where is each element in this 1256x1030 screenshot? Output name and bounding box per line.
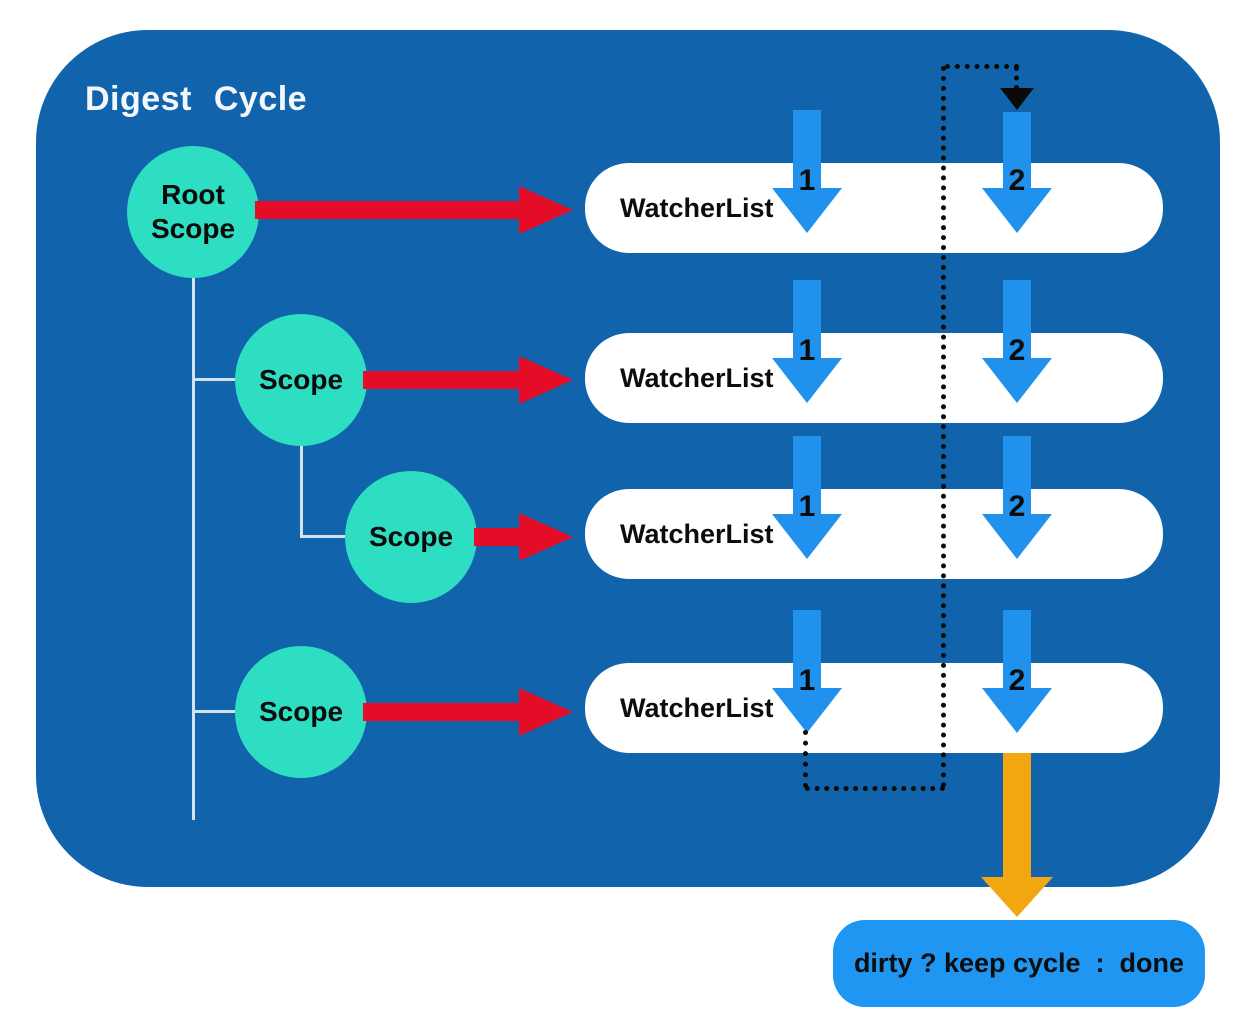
step-number-1-row4: 1: [798, 664, 816, 697]
tree-branch-line-scope4: [193, 710, 238, 713]
red-arrow-head-icon-row4: [519, 688, 573, 736]
step2-arrow-head-icon-row4: [982, 688, 1052, 733]
scope-node-4: Scope: [235, 646, 367, 778]
scope-label-2: Scope: [258, 364, 344, 396]
step-number-1-row1: 1: [798, 164, 816, 197]
decision-label: dirty ? keep cycle : done: [853, 948, 1185, 978]
watcher-list-box-row2: [585, 333, 1163, 423]
red-arrow-shaft-row3: [474, 528, 519, 546]
watcher-list-label-row2: WatcherList: [620, 362, 774, 393]
watcher-list-label-row3: WatcherList: [620, 518, 774, 549]
watcher-list-box-row4: [585, 663, 1163, 753]
red-arrow-head-icon-row1: [519, 186, 573, 234]
watcher-list-label-row4: WatcherList: [620, 692, 774, 723]
step1-arrow-head-icon-row2: [772, 358, 842, 403]
step1-arrow-head-icon-row4: [772, 688, 842, 733]
root-scope-label: Root Scope: [150, 179, 236, 244]
tree-trunk-line-scope3: [300, 443, 303, 538]
dotted-loop-segment-vertical: [941, 66, 946, 788]
step2-arrow-shaft-row3: [1003, 436, 1031, 514]
step-number-2-row4: 2: [1008, 664, 1026, 697]
red-arrow-head-icon-row3: [519, 513, 573, 561]
step-number-2-row2: 2: [1008, 334, 1026, 367]
red-arrow-shaft-row4: [363, 703, 519, 721]
red-arrow-shaft-row2: [363, 371, 519, 389]
dotted-loop-segment-bottom: [805, 786, 945, 791]
tree-branch-line-scope3: [301, 535, 347, 538]
decision-box: dirty ? keep cycle : done: [833, 920, 1205, 1007]
step-number-2-row1: 2: [1008, 164, 1026, 197]
step2-arrow-shaft-row1: [1003, 112, 1031, 188]
step-number-1-row2: 1: [798, 334, 816, 367]
root-scope-node: Root Scope: [127, 146, 259, 278]
step2-arrow-head-icon-row1: [982, 188, 1052, 233]
step-number-2-row3: 2: [1008, 490, 1026, 523]
dotted-loop-segment-top: [945, 64, 1019, 69]
red-arrow-shaft-row1: [255, 201, 519, 219]
step2-arrow-shaft-row4: [1003, 610, 1031, 688]
scope-node-2: Scope: [235, 314, 367, 446]
step-number-1-row3: 1: [798, 490, 816, 523]
watcher-list-box-row1: [585, 163, 1163, 253]
scope-label-4: Scope: [258, 696, 344, 728]
watcher-list-label-row1: WatcherList: [620, 192, 774, 223]
step1-arrow-head-icon-row1: [772, 188, 842, 233]
step1-arrow-shaft-row4: [793, 610, 821, 688]
red-arrow-head-icon-row2: [519, 356, 573, 404]
step2-arrow-shaft-row2: [1003, 280, 1031, 358]
result-arrow-head-icon: [981, 877, 1053, 917]
dotted-loop-segment-up-from-arrow1: [803, 730, 808, 788]
step1-arrow-shaft-row2: [793, 280, 821, 358]
watcher-list-box-row3: [585, 489, 1163, 579]
tree-branch-line-scope2: [193, 378, 238, 381]
scope-label-3: Scope: [368, 521, 454, 553]
diagram-title: Digest Cycle: [85, 80, 308, 118]
step2-arrow-head-icon-row3: [982, 514, 1052, 559]
dotted-loop-segment-drop: [1014, 66, 1019, 90]
step2-arrow-head-icon-row2: [982, 358, 1052, 403]
tree-trunk-line: [192, 277, 195, 820]
step1-arrow-shaft-row3: [793, 436, 821, 514]
result-arrow-shaft: [1003, 753, 1031, 877]
step1-arrow-shaft-row1: [793, 110, 821, 188]
step1-arrow-head-icon-row3: [772, 514, 842, 559]
dotted-loop-arrowhead-icon: [1000, 88, 1034, 110]
scope-node-3: Scope: [345, 471, 477, 603]
